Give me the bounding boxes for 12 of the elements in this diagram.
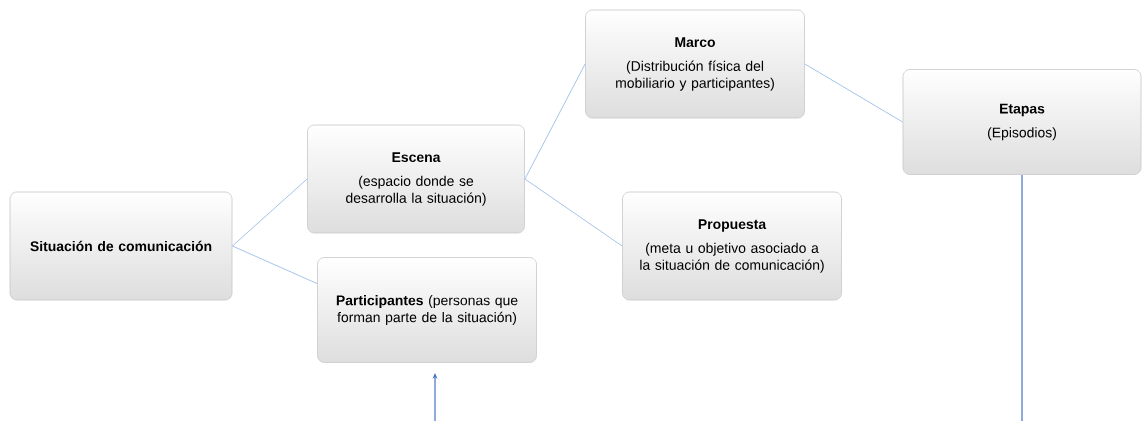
process-box: Etapas (Episodios)	[902, 69, 1142, 175]
connector-line	[804, 63, 903, 123]
process-box: Situación de comunicación	[9, 191, 233, 301]
connector-line	[524, 63, 586, 180]
connector-line	[232, 178, 308, 247]
connector-line	[524, 178, 623, 247]
connector-line	[1021, 174, 1023, 421]
process-box: Escena (espacio donde se desarrolla la situación)	[307, 124, 525, 234]
connector-line	[232, 245, 318, 284]
process-box: Participantes (personas que forman parte de la situación)	[317, 257, 537, 363]
process-box: Marco (Distribución física del mobiliario y participantes)	[585, 9, 805, 119]
process-box: Propuesta (meta u objetivo asociado a la situación de comunicación)	[622, 191, 842, 301]
